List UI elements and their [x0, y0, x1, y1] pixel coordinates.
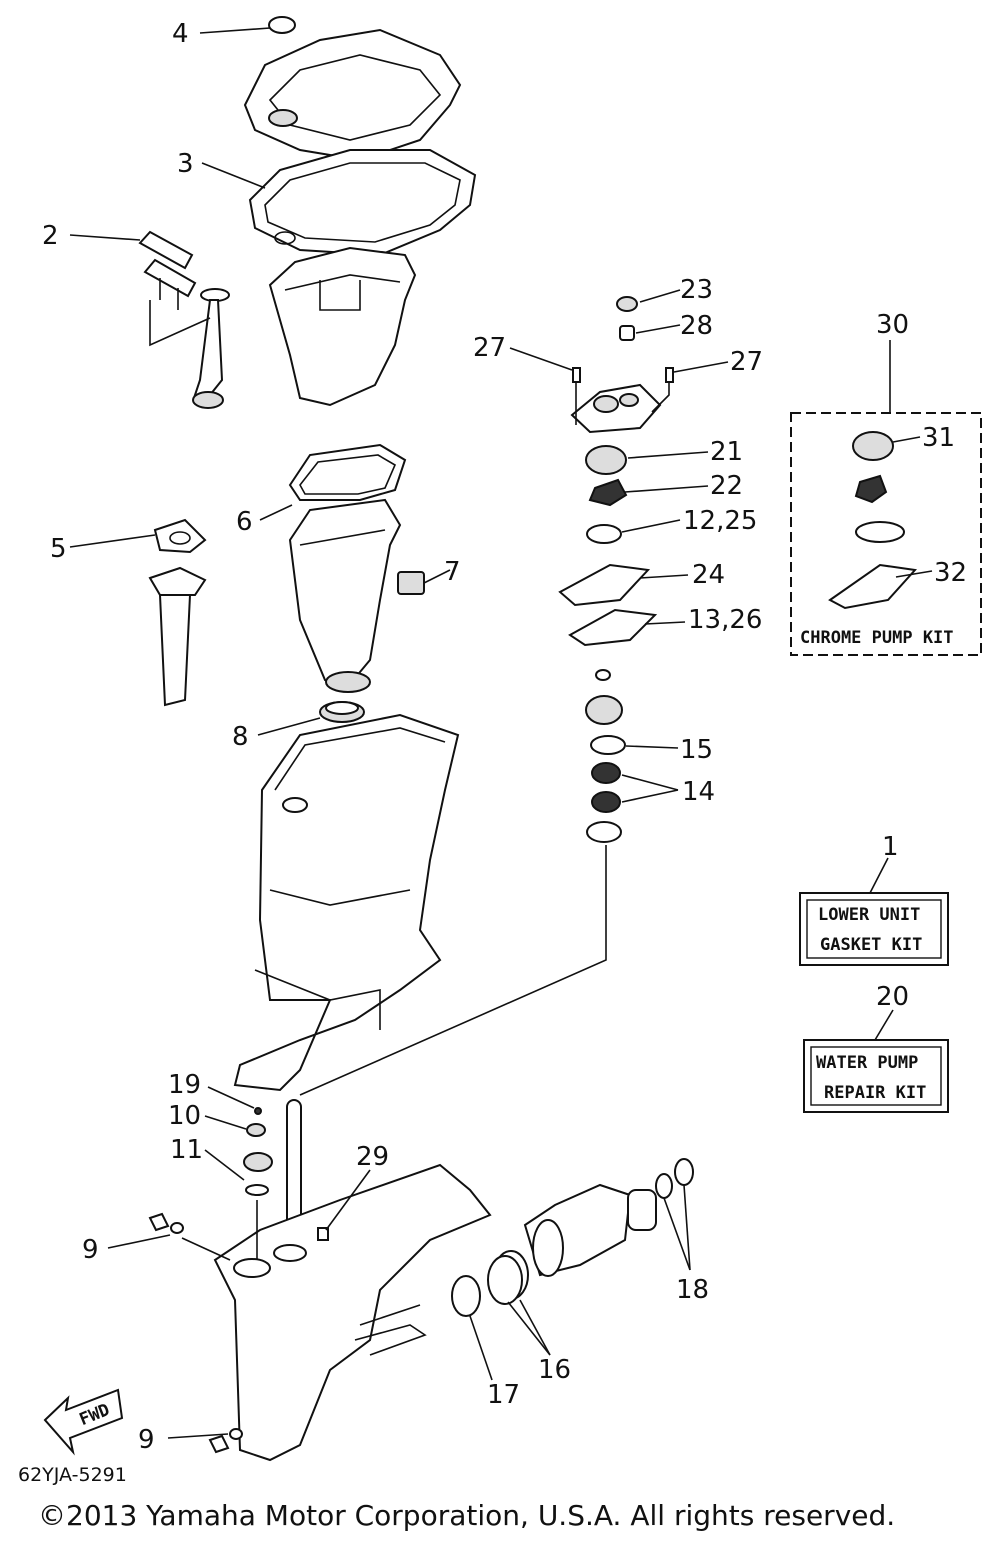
callout-3: 3	[177, 149, 194, 179]
part-17-o-ring	[451, 1275, 481, 1317]
callout-5: 5	[50, 534, 67, 564]
water-pump-label-line1: WATER PUMP	[816, 1053, 918, 1073]
fwd-arrow-icon: FWD	[43, 1388, 124, 1456]
callout-numbers: 4 3 2 5 6 7 8 23 28 27 27 21 22 12,25 24…	[42, 19, 967, 1455]
diagram-code: 62YJA-5291	[18, 1464, 127, 1486]
upper-casing	[233, 713, 460, 1092]
callout-4: 4	[172, 19, 189, 49]
part-16-o-rings	[487, 1250, 529, 1305]
callout-1: 1	[882, 832, 899, 862]
lower-casing	[213, 1163, 492, 1462]
part-3-gasket	[248, 149, 477, 257]
water-pump-repair-kit-box	[803, 1009, 949, 1113]
kit-labels: CHROME PUMP KIT LOWER UNIT GASKET KIT WA…	[800, 628, 954, 1103]
callout-11: 11	[170, 1135, 203, 1165]
callout-7: 7	[444, 557, 461, 587]
callout-15: 15	[680, 735, 713, 765]
callout-21: 21	[710, 437, 743, 467]
callout-28: 28	[680, 311, 713, 341]
callout-9-lower: 9	[138, 1425, 155, 1455]
callout-30: 30	[876, 310, 909, 340]
prop-shaft-housing	[523, 1158, 694, 1277]
callout-22: 22	[710, 471, 743, 501]
part-9-bolts	[148, 1212, 243, 1454]
callout-20: 20	[876, 982, 909, 1012]
part-7-rubber-damper	[397, 571, 425, 595]
copyright-notice: ©2013 Yamaha Motor Corporation, U.S.A. A…	[38, 1499, 895, 1532]
shaft-end	[359, 1304, 421, 1326]
callout-17: 17	[487, 1380, 520, 1410]
callout-27-right: 27	[730, 347, 763, 377]
callout-2: 2	[42, 221, 59, 251]
water-tube	[286, 845, 607, 1246]
chrome-pump-kit-label: CHROME PUMP KIT	[800, 628, 954, 648]
callout-27-left: 27	[473, 333, 506, 363]
lower-unit-label-line1: LOWER UNIT	[818, 905, 920, 925]
callout-13-26: 13,26	[688, 605, 762, 635]
callout-32: 32	[934, 558, 967, 588]
exhaust-guide-lower	[288, 498, 402, 693]
part-8-seal	[319, 701, 365, 723]
callout-6: 6	[236, 507, 253, 537]
callout-24: 24	[692, 560, 725, 590]
upper-oil-pan	[268, 246, 417, 407]
part-4-upper-casing-cover	[243, 16, 462, 162]
part-6-gasket	[288, 443, 407, 501]
callout-18: 18	[676, 1275, 709, 1305]
part-10-11-19-stack	[243, 1107, 273, 1260]
callout-29: 29	[356, 1142, 389, 1172]
callout-16: 16	[538, 1355, 571, 1385]
water-pump-label-line2: REPAIR KIT	[824, 1083, 926, 1103]
callout-14: 14	[682, 777, 715, 807]
callout-23: 23	[680, 275, 713, 305]
callout-12-25: 12,25	[683, 506, 757, 536]
callout-31: 31	[922, 423, 955, 453]
callout-19: 19	[168, 1070, 201, 1100]
callout-10: 10	[168, 1101, 201, 1131]
leader-lines	[69, 27, 933, 1439]
callout-8: 8	[232, 722, 249, 752]
part-2-plate-gaskets	[138, 230, 197, 310]
chrome-pump-kit-box	[790, 340, 982, 656]
part-29-pin	[317, 1227, 329, 1241]
water-pump-assembly	[558, 296, 674, 843]
exhaust-guide-tube	[149, 288, 230, 409]
lower-unit-gasket-kit-box	[799, 857, 949, 966]
callout-9-upper: 9	[82, 1235, 99, 1265]
part-5-exhaust-gasket	[148, 518, 207, 707]
lower-unit-label-line2: GASKET KIT	[820, 935, 922, 955]
